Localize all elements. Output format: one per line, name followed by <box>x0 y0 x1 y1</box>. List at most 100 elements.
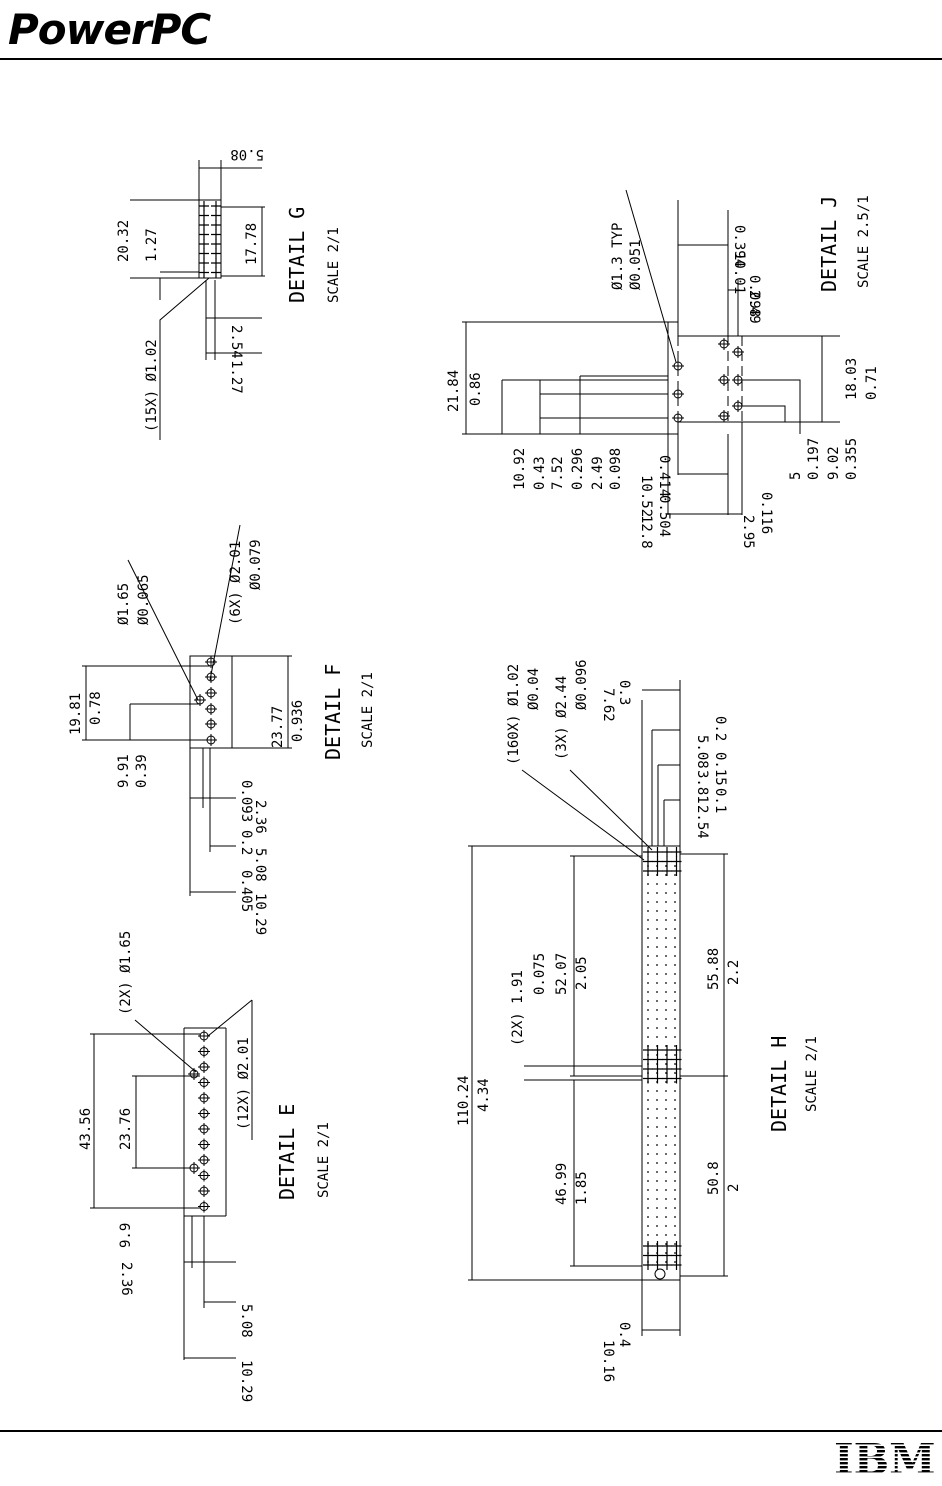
pin-mark <box>651 865 664 877</box>
pin-dot <box>656 883 658 885</box>
detail-j-dim-0-098b: 0.098 <box>608 448 624 490</box>
pin-mark <box>661 1053 673 1066</box>
detail-g-dim-17-78: 17.78 <box>244 223 260 265</box>
pin-mark <box>198 228 210 241</box>
detail-f-hole-1: Ø1.65 <box>116 583 132 625</box>
detail-h-dim-10-16: 10.16 <box>600 1340 616 1382</box>
detail-j-hole-2: Ø0.051 <box>628 239 644 290</box>
detail-h-dim-0-1: 0.1 <box>712 788 728 813</box>
detail-h-dim-2-05: 2.05 <box>574 956 590 990</box>
pin-mark <box>197 1122 211 1136</box>
pin-dot <box>674 964 676 966</box>
pin-mark <box>642 1240 654 1252</box>
pin-dot <box>665 1207 667 1209</box>
detail-h-scale: SCALE 2/1 <box>804 1036 820 1112</box>
detail-j-dim-18-03: 18.03 <box>844 358 860 400</box>
pin-dot <box>674 1234 676 1236</box>
detail-g-dim-1-27b: 1.27 <box>228 360 244 394</box>
pin-dot <box>674 1054 676 1056</box>
pin-dot <box>656 1108 658 1110</box>
pin-dot <box>656 901 658 903</box>
pin-mark <box>210 238 222 250</box>
pin-dot <box>665 883 667 885</box>
detail-e-dim-43-56: 43.56 <box>78 1108 94 1150</box>
pin-dot <box>656 1180 658 1182</box>
detail-h-dim-0-4: 0.4 <box>616 1322 632 1347</box>
detail-f-dim-0-405: 0.405 <box>238 870 254 912</box>
pin-dot <box>665 1018 667 1020</box>
detail-j-dim-10-01: 10.01 <box>731 252 747 294</box>
detail-f-dim-2-36: 2.36 <box>252 800 268 834</box>
pin-dot <box>674 937 676 939</box>
detail-h-dim-5-08: 5.08 <box>694 735 710 769</box>
pin-dot <box>674 973 676 975</box>
detail-f-dim-0-2: 0.2 <box>238 830 254 855</box>
pin-dot <box>656 1207 658 1209</box>
pin-dot <box>674 1261 676 1263</box>
pin-dot <box>656 1126 658 1128</box>
detail-h-dim-55-88: 55.88 <box>706 948 722 990</box>
pin-dot <box>656 937 658 939</box>
pin-dot <box>674 946 676 948</box>
pin-mark <box>661 846 673 858</box>
detail-e-hole-2: (12X) Ø2.01 <box>236 1037 252 1130</box>
pin-mark <box>661 1259 673 1271</box>
pin-dot <box>656 1036 658 1038</box>
pin-dot <box>656 1000 658 1002</box>
detail-j-dim-10-92: 10.92 <box>512 448 528 490</box>
pin-mark <box>651 1044 664 1056</box>
detail-e-dim-9-9: 9.9 <box>118 1223 134 1248</box>
pin-dot <box>674 1252 676 1254</box>
pin-dot <box>674 910 676 912</box>
pin-dot <box>665 1225 667 1227</box>
pin-dot <box>674 892 676 894</box>
pin-dot <box>665 1216 667 1218</box>
pin-dot <box>665 946 667 948</box>
pin-dot <box>665 1189 667 1191</box>
pin-dot <box>647 1225 649 1227</box>
detail-j-dim-12-8: 12.8 <box>638 515 654 549</box>
pin-dot <box>674 1108 676 1110</box>
pin-dot <box>665 982 667 984</box>
pin-dot <box>665 1126 667 1128</box>
pin-dot <box>656 973 658 975</box>
pin-dot <box>674 1225 676 1227</box>
pin-dot <box>674 1198 676 1200</box>
pin-mark <box>651 846 664 858</box>
pin-dot <box>665 973 667 975</box>
pin-mark <box>210 200 222 212</box>
pin-dot <box>665 964 667 966</box>
pin-mark <box>197 1060 211 1074</box>
pin-dot <box>674 1027 676 1029</box>
pin-dot <box>647 1234 649 1236</box>
detail-g-scale: SCALE 2/1 <box>326 227 342 303</box>
pin-dot <box>674 1243 676 1245</box>
detail-j-hole-1: Ø1.3 TYP <box>610 223 626 290</box>
detail-h-dim-2-2: 2.2 <box>726 960 742 985</box>
ibm-logo: IBM <box>834 1438 936 1478</box>
pin-mark <box>642 855 654 868</box>
pin-dot <box>665 1153 667 1155</box>
pin-mark <box>651 1072 664 1085</box>
detail-f-dim-10-29: 10.29 <box>252 893 268 935</box>
detail-g-dim-5-08: 5.08 <box>230 146 264 162</box>
detail-j-dim-0-86: 0.86 <box>468 372 484 406</box>
pin-dot <box>674 1099 676 1101</box>
pin-dot <box>647 955 649 957</box>
pin-dot <box>647 919 649 921</box>
pin-dot <box>665 910 667 912</box>
detail-f-dim-0-78: 0.78 <box>88 691 104 725</box>
pin-dot <box>674 865 676 867</box>
pin-dot <box>656 982 658 984</box>
pin-dot <box>656 1090 658 1092</box>
detail-e-dim-10-29: 10.29 <box>238 1360 254 1402</box>
pin-mark <box>198 238 210 250</box>
pin-mark <box>197 1200 211 1213</box>
pin-dot <box>674 1207 676 1209</box>
pin-dot <box>656 1216 658 1218</box>
pin-mark <box>642 846 654 858</box>
pin-dot <box>647 982 649 984</box>
detail-f-dim-0-936: 0.936 <box>290 700 306 742</box>
pin-dot <box>647 1153 649 1155</box>
